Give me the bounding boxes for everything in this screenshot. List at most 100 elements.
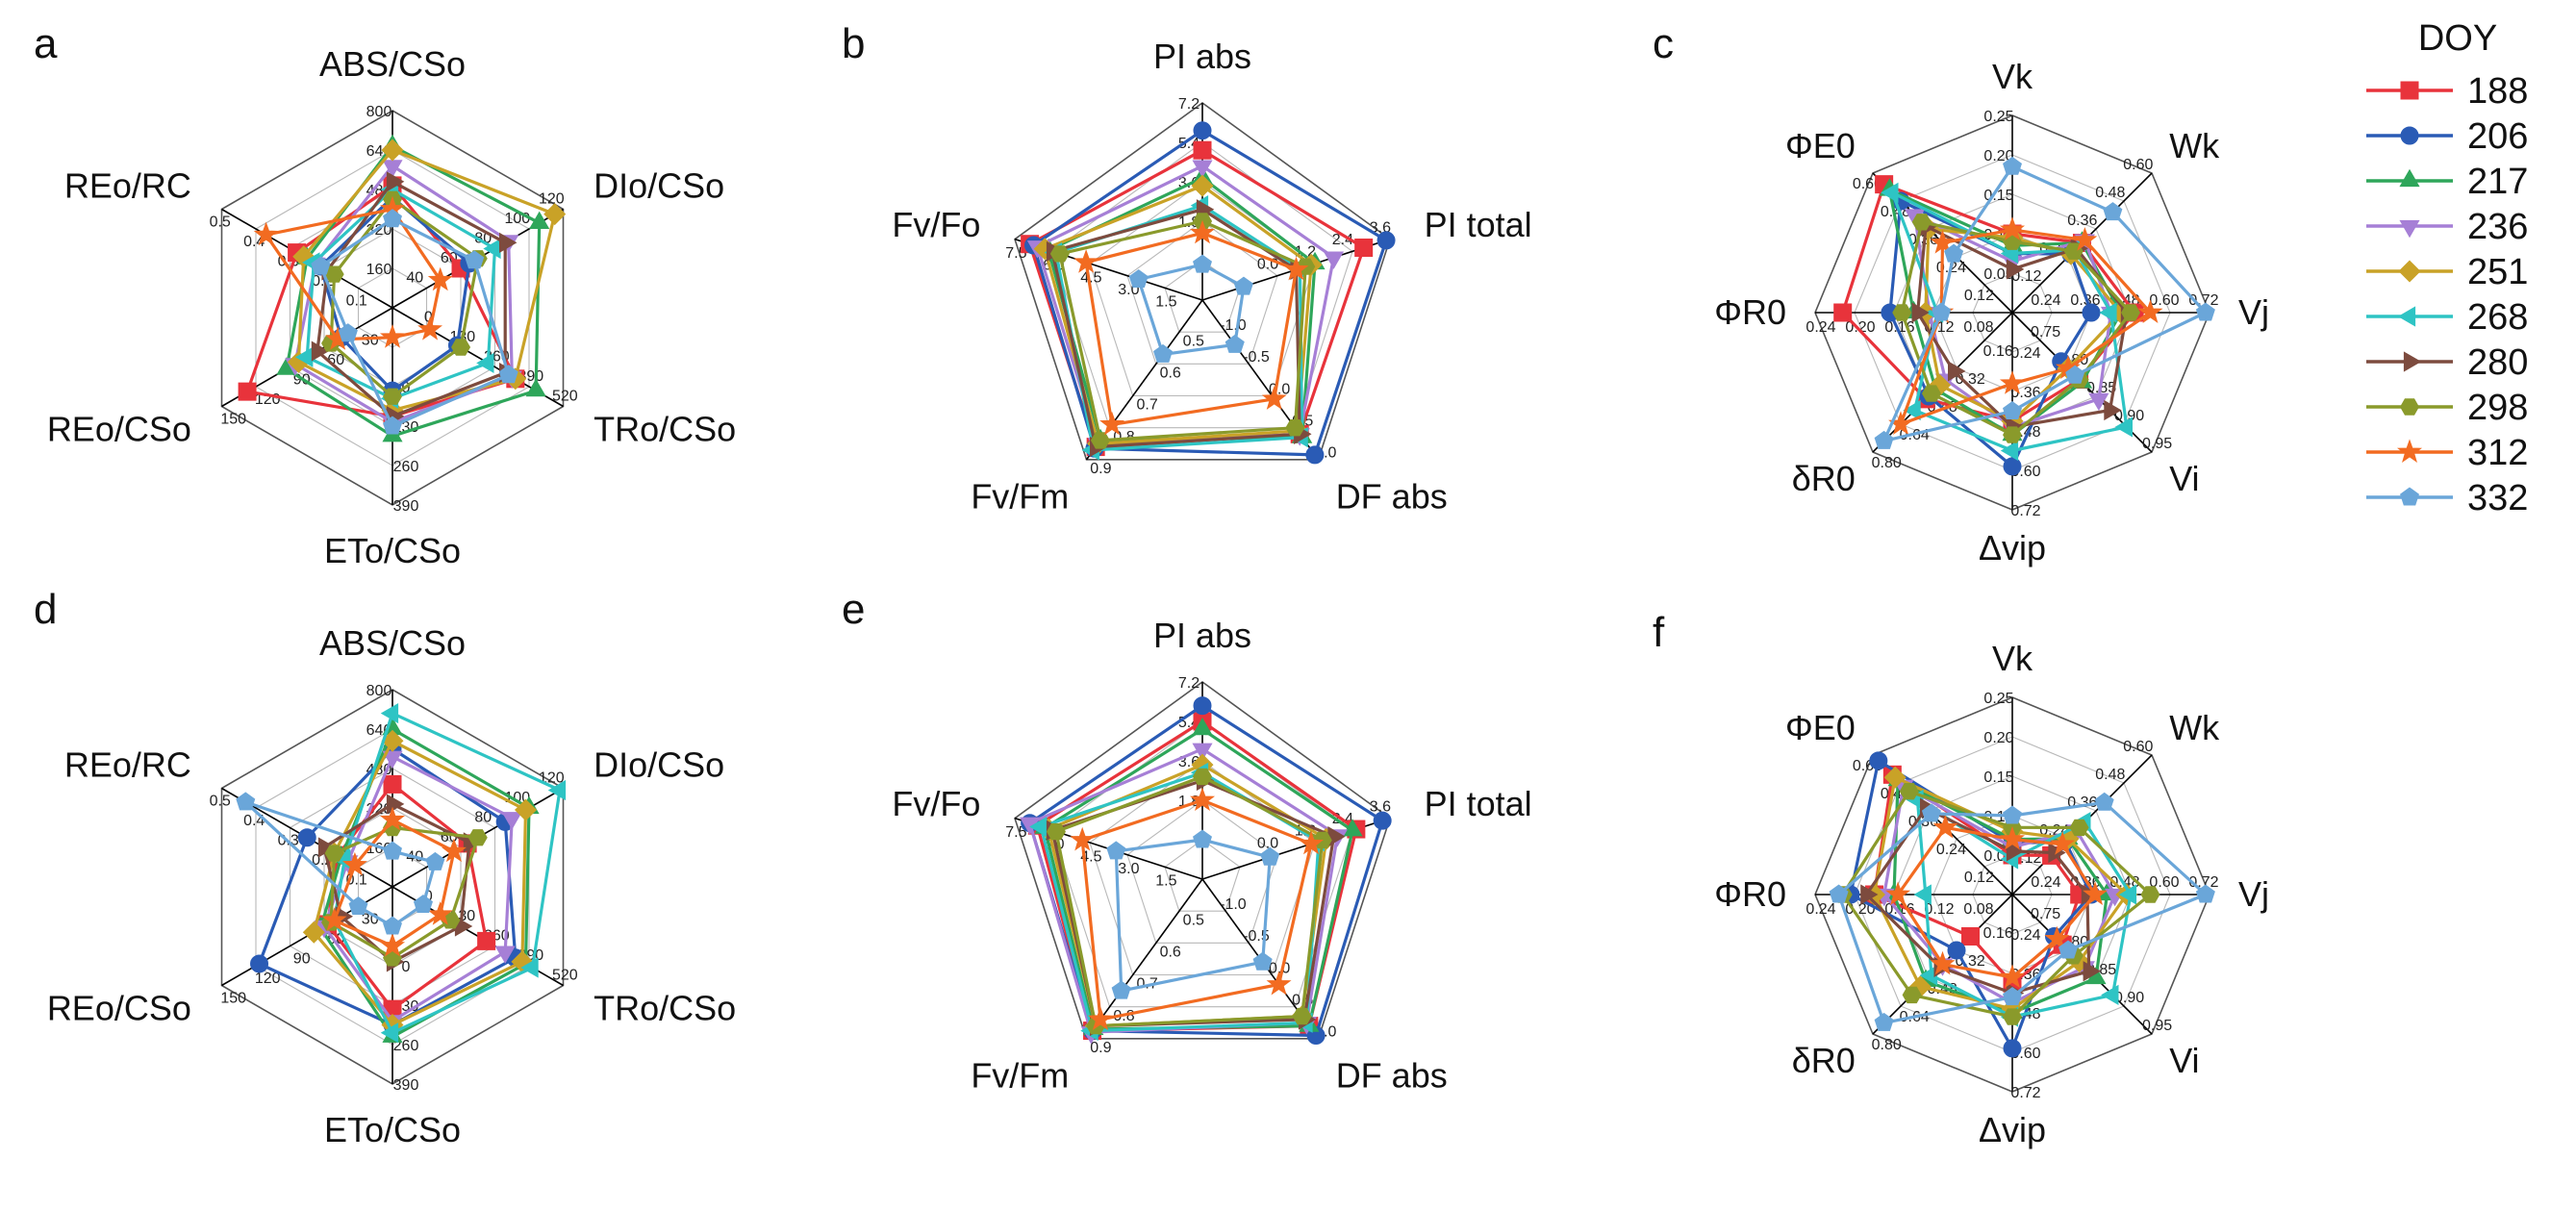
series-312: [1070, 787, 1325, 1031]
data-point: [2072, 227, 2098, 251]
axis-label: TRo/CSo: [593, 989, 736, 1028]
legend-item-298: 298: [2366, 388, 2528, 428]
tick-label: 0.25: [1983, 691, 2013, 707]
data-point: [1283, 256, 1309, 281]
axis-label: Fv/Fm: [971, 477, 1069, 517]
data-point: [2058, 940, 2078, 959]
data-point: [1911, 214, 1932, 231]
data-point: [1153, 343, 1173, 363]
data-point: [498, 365, 518, 384]
data-point: [1961, 926, 1981, 946]
tick-label: -0.5: [1243, 349, 1270, 366]
tick-label: 120: [255, 971, 281, 987]
axis-label: DIo/CSo: [593, 745, 724, 785]
tick-label: 0.16: [1983, 343, 2013, 360]
data-point: [379, 932, 406, 957]
data-point: [427, 901, 453, 925]
data-point: [321, 907, 347, 931]
legend-marker: [2400, 487, 2419, 506]
tick-label: 0.7: [1136, 397, 1157, 414]
data-point: [543, 203, 567, 226]
data-point: [1342, 819, 1363, 837]
axis-label: ΦR0: [1714, 292, 1786, 332]
legend-item-217: 217: [2366, 162, 2528, 202]
data-point: [2006, 259, 2025, 280]
data-point: [379, 324, 406, 348]
data-point: [383, 416, 402, 435]
tick-label: 0.15: [1983, 769, 2013, 786]
data-point: [1073, 249, 1099, 273]
data-point: [476, 352, 494, 373]
data-point: [2082, 303, 2101, 322]
data-point: [1189, 787, 1216, 811]
legend-marker: [2396, 439, 2423, 464]
legend-label: 217: [2467, 162, 2528, 202]
data-point: [1869, 751, 1888, 770]
series-line: [1027, 703, 1384, 1038]
legend-item-312: 312: [2366, 433, 2528, 473]
data-point: [2103, 202, 2123, 221]
tick-label: 30: [362, 333, 379, 349]
legend-label: 298: [2467, 388, 2528, 428]
axis-label: DIo/CSo: [593, 166, 724, 206]
data-point: [1932, 814, 1958, 839]
tick-label: 0.75: [2031, 324, 2060, 341]
legend-item-332: 332: [2366, 478, 2528, 518]
axis-label: Vk: [1992, 57, 2033, 96]
panel-letter: c: [1653, 20, 1674, 67]
radar-panels: a800640480320160ABS/CSo120100806040DIo/C…: [34, 20, 2269, 1149]
data-point: [1292, 1007, 1312, 1025]
data-point: [1902, 986, 1922, 1004]
data-point: [427, 266, 453, 291]
tick-label: 150: [220, 991, 246, 1007]
series-332: [1128, 254, 1253, 363]
tick-label: 160: [366, 262, 392, 278]
tick-label: 0.60: [2123, 157, 2153, 173]
tick-label: 0.72: [2010, 1085, 2040, 1101]
tick-label: 0.60: [2149, 292, 2179, 309]
data-point: [324, 265, 344, 283]
legend-item-188: 188: [2366, 71, 2528, 112]
data-point: [2065, 365, 2085, 384]
data-point: [1192, 718, 1213, 736]
tick-label: 520: [552, 388, 578, 404]
data-point: [1921, 385, 1941, 402]
data-point: [1376, 231, 1396, 250]
axis-label: DF abs: [1336, 1056, 1448, 1096]
panel-letter: b: [842, 20, 865, 67]
panel-letter: e: [842, 586, 865, 633]
axis-label: Vk: [1992, 639, 2033, 678]
data-point: [379, 806, 406, 831]
legend-item-251: 251: [2366, 252, 2528, 292]
data-point: [2003, 156, 2022, 175]
axis-label: Fv/Fo: [892, 784, 980, 823]
tick-label: 7.5: [1005, 824, 1026, 841]
data-point: [2083, 881, 2109, 905]
data-point: [2088, 392, 2109, 412]
series-332: [1874, 156, 2215, 449]
tick-label: 40: [406, 269, 423, 286]
tick-label: 0.20: [1983, 730, 2013, 746]
data-point: [1930, 229, 1956, 254]
axis-label: Vj: [2238, 874, 2269, 914]
tick-label: 0: [424, 888, 433, 904]
axis-label: δR0: [1792, 459, 1856, 498]
axis-label: ETo/CSo: [324, 531, 461, 570]
data-point: [1233, 276, 1253, 295]
axis-label: Vi: [2169, 459, 2199, 498]
legend-label: 188: [2467, 71, 2528, 112]
data-point: [1193, 829, 1212, 848]
data-point: [383, 841, 402, 860]
series-line: [1031, 129, 1388, 457]
axis-label: ΦE0: [1785, 126, 1856, 165]
legend-marker: [2398, 260, 2421, 283]
data-point: [1354, 239, 1374, 258]
data-point: [250, 954, 269, 973]
tick-label: 0.5: [1183, 912, 1204, 928]
data-point: [547, 779, 567, 801]
series-line: [1039, 770, 1321, 1033]
axis-label: REo/CSo: [47, 410, 191, 449]
tick-label: 0.24: [2010, 927, 2040, 944]
tick-label: 0.12: [2011, 268, 2041, 285]
tick-label: 0.12: [1964, 288, 1994, 304]
